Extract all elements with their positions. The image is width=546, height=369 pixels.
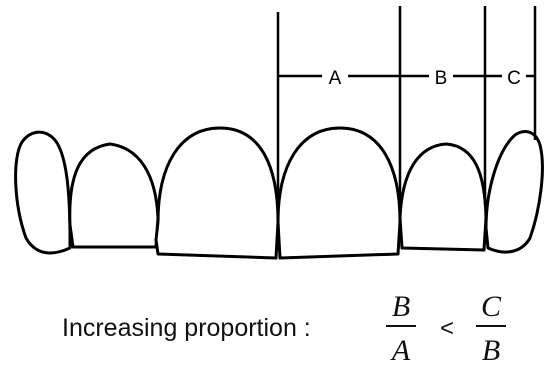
label-c: C: [507, 68, 521, 89]
less-than-operator: <: [440, 315, 454, 342]
dimension-labels: A B C: [322, 64, 526, 89]
teeth-row: [14, 126, 544, 260]
fraction-left-denominator: A: [390, 334, 411, 367]
tooth-left-central-incisor: [154, 126, 280, 260]
tooth-right-lateral-incisor: [398, 142, 488, 252]
tooth-left-canine: [14, 130, 72, 255]
measurement-lines: [276, 6, 537, 220]
tooth-right-central-incisor: [276, 126, 402, 260]
label-b: B: [435, 68, 448, 89]
proportion-caption: Increasing proportion : B A < C B: [62, 290, 506, 367]
fraction-right-numerator: C: [481, 290, 502, 323]
fraction-right-denominator: B: [482, 334, 500, 367]
label-a: A: [329, 68, 342, 89]
fraction-left-numerator: B: [392, 290, 410, 323]
tooth-right-canine: [484, 130, 544, 254]
tooth-left-lateral-incisor: [68, 142, 160, 249]
caption-text: Increasing proportion :: [62, 314, 311, 342]
